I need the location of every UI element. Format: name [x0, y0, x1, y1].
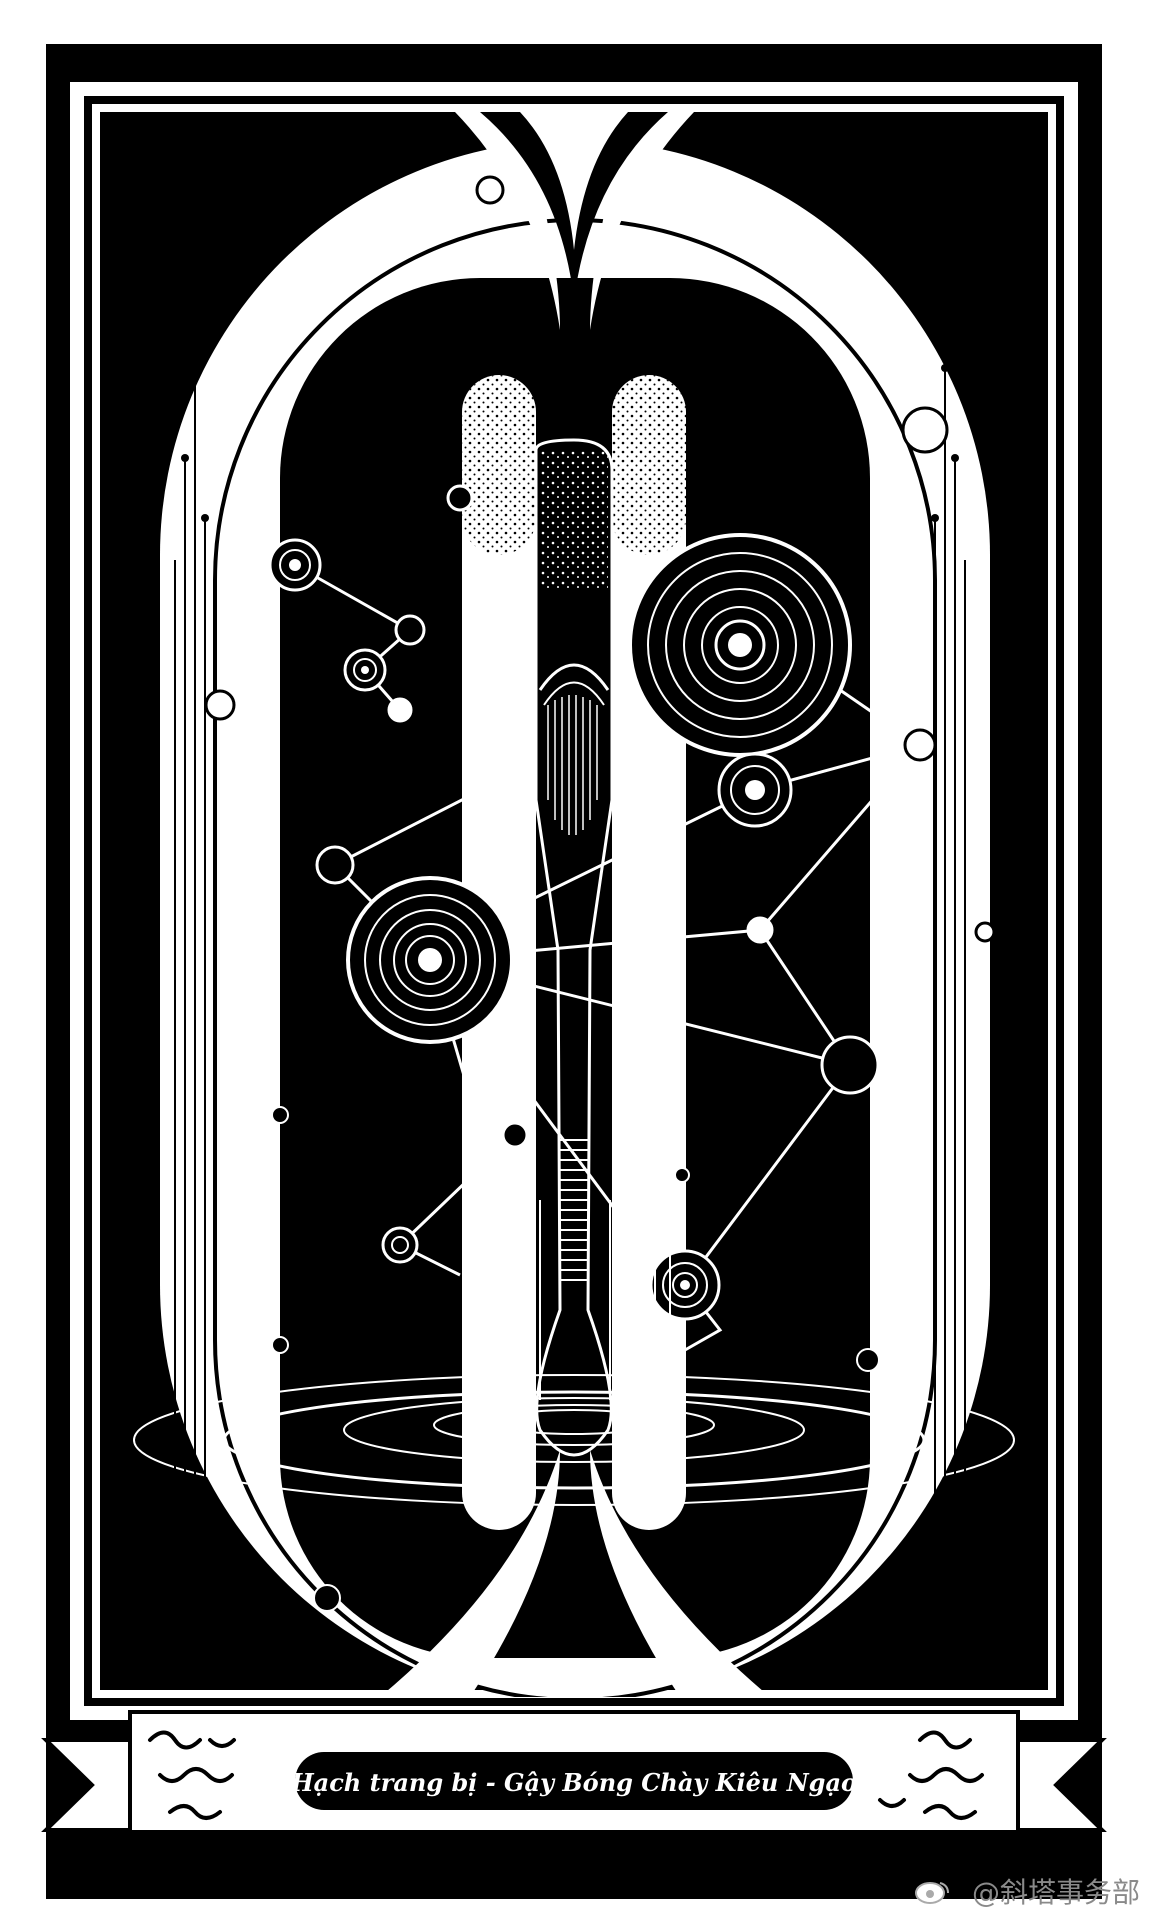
caption-banner: Hạch trang bị - Gậy Bóng Chày Kiêu Ngạo — [41, 1710, 1107, 1834]
watermark: @斜塔事务部 — [915, 1876, 1140, 1909]
wave-ornament-icon — [148, 1730, 984, 1820]
card-caption: Hạch trang bị - Gậy Bóng Chày Kiêu Ngạo — [290, 1768, 857, 1797]
inner-artwork — [133, 112, 1015, 1697]
ripple-rings — [133, 1374, 1015, 1506]
planet-icon — [346, 876, 514, 1044]
weibo-logo-icon — [915, 1882, 949, 1904]
watermark-text: @斜塔事务部 — [972, 1876, 1140, 1909]
